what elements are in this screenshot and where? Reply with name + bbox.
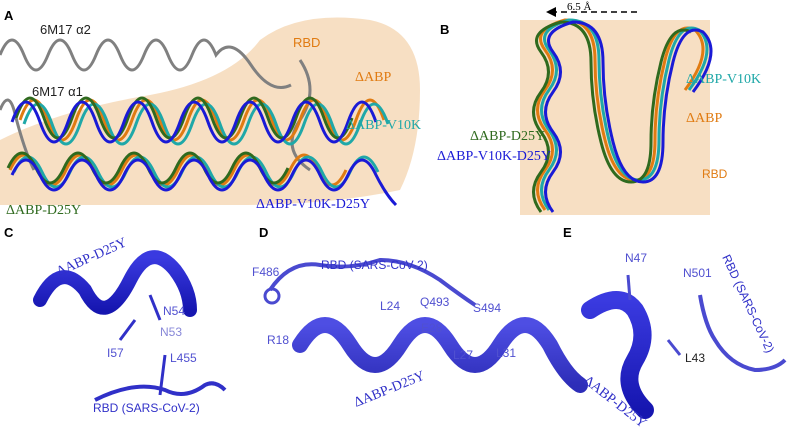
c-label-n53: N53 [160,325,182,339]
d-label-s494: S494 [473,301,501,315]
d-label-r18: R18 [267,333,289,347]
panel-a: A 6M17 α2 6M17 α1 RBD ΔABP ΔABP-V10K ΔAB… [0,8,421,218]
d-label-l27: L27 [453,348,473,362]
label-abp-v10k-d25y: ΔABP-V10K-D25Y [256,197,370,212]
e-label-n47: N47 [625,251,647,265]
c-sidechain-l455 [158,354,167,396]
helix-green [14,96,354,140]
d-helix [292,317,588,393]
label-abp-v10k: ΔABP-V10K [346,118,421,133]
e-rbd-loop [698,294,787,373]
b-helix-blue [544,20,713,213]
panel-letter-a: A [4,8,14,23]
helix-blue [10,100,378,144]
c-label-helix: ΔABP-D25Y [55,235,130,279]
d-label-l24: L24 [380,299,400,313]
panel-letter-e: E [563,225,572,240]
panel-b: B 6.5 Å ΔABP-V10K ΔABP ΔABP-D25Y ΔABP-V1… [437,1,761,215]
helix-lower-blue [10,158,398,207]
panel-letter-c: C [4,225,14,240]
d-phenyl-ring [263,287,281,305]
c-sidechain-n54 [148,294,162,321]
c-label-rbd: RBD (SARS-CoV-2) [93,401,200,415]
b-label-abp-v10k-d25y: ΔABP-V10K-D25Y [437,149,551,164]
d-label-rbd: RBD (SARS-CoV-2) [321,258,428,272]
c-label-i57: I57 [107,346,124,360]
label-rbd: RBD [293,35,320,50]
b-helix-teal [540,18,709,211]
panel-d: D RBD (SARS-CoV-2) F486 L24 Q493 S494 E2… [252,225,588,411]
e-label-l43: L43 [685,351,705,365]
b-label-rbd: RBD [702,167,728,181]
label-abp: ΔABP [355,70,391,85]
c-label-n54: N54 [163,304,185,318]
c-rbd-loop [94,381,227,402]
panel-letter-d: D [259,225,268,240]
d-label-l31: L31 [496,346,516,360]
d-label-helix: ΔABP-D25Y [352,369,427,411]
b-helix-orange [536,18,705,211]
label-6m17-alpha1: 6M17 α1 [32,84,83,99]
b-label-abp: ΔABP [686,111,722,126]
c-helix [33,250,197,317]
e-sidechain-n47 [626,274,632,301]
b-label-abp-v10k: ΔABP-V10K [686,72,761,87]
arrow-head [546,7,556,17]
d-rbd-loop [268,257,477,307]
c-sidechain-i57 [118,319,137,341]
b-label-abp-d25y: ΔABP-D25Y [470,129,545,144]
d-label-e28: E28 [421,321,443,335]
e-sidechain-l43 [666,339,682,356]
b-helix-green [532,20,692,213]
label-6m17-alpha2: 6M17 α2 [40,22,91,37]
panel-c: C ΔABP-D25Y N54 N53 I57 L455 RBD (SARS-C… [4,225,227,415]
panel-e: E N47 N501 RBD (SARS-CoV-2) L43 ΔABP-D25… [563,225,787,431]
d-label-f486: F486 [252,265,280,279]
gray-helix-alpha2 [0,38,292,89]
e-label-n501: N501 [683,266,712,280]
d-label-q493: Q493 [420,295,450,309]
label-distance: 6.5 Å [567,1,592,13]
c-label-l455: L455 [170,351,197,365]
panel-letter-b: B [440,22,449,37]
e-label-rbd: RBD (SARS-CoV-2) [719,252,777,355]
label-abp-d25y: ΔABP-D25Y [6,203,81,218]
helix-lower-orange [8,153,348,187]
e-helix [581,291,654,419]
